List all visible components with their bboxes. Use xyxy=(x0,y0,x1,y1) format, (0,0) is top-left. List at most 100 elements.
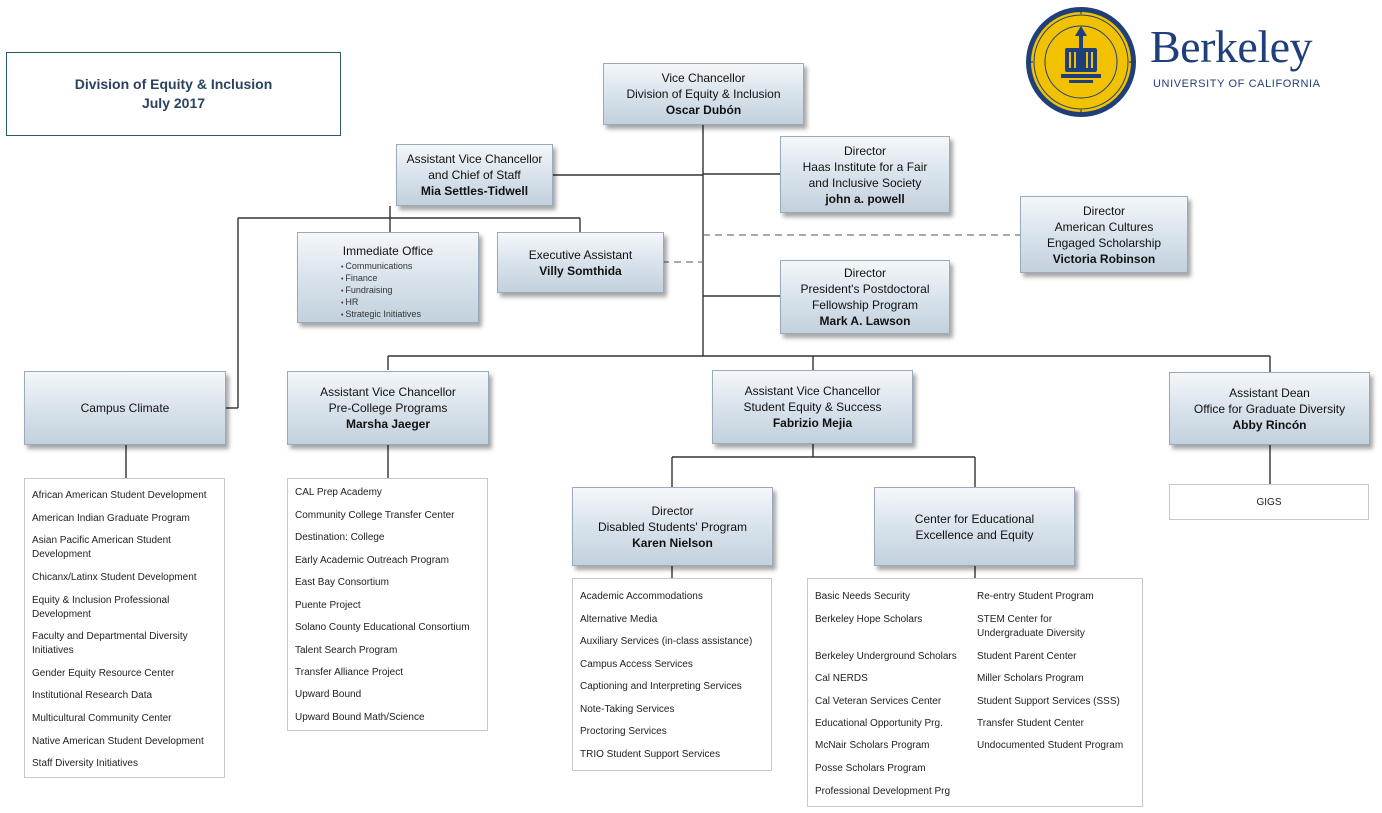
list-item: GIGS xyxy=(1256,497,1282,508)
grad-name: Abby Rincón xyxy=(1232,417,1307,432)
list-item: American Indian Graduate Program xyxy=(32,513,190,524)
title-line-2: July 2017 xyxy=(141,95,206,111)
graduate-diversity-box: Assistant Dean Office for Graduate Diver… xyxy=(1169,372,1370,445)
immediate-office-item: HR xyxy=(341,297,421,309)
immediate-office-list: Communications Finance Fundraising HR St… xyxy=(341,261,421,321)
vc-title: Vice Chancellor xyxy=(661,71,746,85)
list-item: Institutional Research Data xyxy=(32,690,153,701)
vc-division: Division of Equity & Inclusion xyxy=(626,87,781,101)
pre-college-list: CAL Prep Academy Community College Trans… xyxy=(287,478,488,731)
ppfp-title: Director xyxy=(843,266,886,280)
exec-name: Villy Somthida xyxy=(539,263,622,278)
immediate-office-item: Communications xyxy=(341,261,421,273)
list-item: Berkeley Underground Scholars xyxy=(815,651,957,662)
precollege-name: Marsha Jaeger xyxy=(345,417,431,431)
ppfp-name: Mark A. Lawson xyxy=(819,314,911,328)
haas-line3: and Inclusive Society xyxy=(808,175,922,190)
list-item: Student Parent Center xyxy=(977,651,1077,662)
ppfp-line3: Fellowship Program xyxy=(811,298,919,312)
exec-title: Executive Assistant xyxy=(528,247,633,262)
list-item: Note-Taking Services xyxy=(580,704,675,715)
list-item: Captioning and Interpreting Services xyxy=(580,681,742,692)
amc-name: Victoria Robinson xyxy=(1052,251,1156,266)
precollege-title: Assistant Vice Chancellor xyxy=(320,385,456,399)
list-item: Upward Bound Math/Science xyxy=(295,712,425,723)
list-item: Basic Needs Security xyxy=(815,591,911,602)
list-item: Miller Scholars Program xyxy=(977,673,1084,684)
list-item: Solano County Educational Consortium xyxy=(295,622,470,633)
list-item: Equity & Inclusion Professional xyxy=(32,595,170,606)
avc-staff-title: Assistant Vice Chancellor xyxy=(406,152,543,166)
list-item: TRIO Student Support Services xyxy=(580,749,721,760)
list-item: Berkeley Hope Scholars xyxy=(815,614,923,625)
chart-title: Division of Equity & Inclusion July 2017 xyxy=(6,52,341,136)
list-item: Development xyxy=(32,549,91,560)
list-item: Talent Search Program xyxy=(295,645,398,656)
student-equity-success-box: Assistant Vice Chancellor Student Equity… xyxy=(712,370,913,444)
amc-title: Director xyxy=(1082,203,1125,218)
campus-climate-box: Campus Climate xyxy=(24,371,226,445)
dsp-line2: Disabled Students' Program xyxy=(597,519,748,534)
list-item: Native American Student Development xyxy=(32,736,204,747)
list-item: Upward Bound xyxy=(295,689,362,700)
immediate-office-item: Fundraising xyxy=(341,285,421,297)
ceee-box: Center for Educational Excellence and Eq… xyxy=(874,487,1075,566)
list-item: Multicultural Community Center xyxy=(32,713,172,724)
list-item: McNair Scholars Program xyxy=(815,740,930,751)
ppfp-line2: President's Postdoctoral xyxy=(800,282,930,296)
avc-staff-name: Mia Settles-Tidwell xyxy=(420,184,529,198)
list-item: Transfer Student Center xyxy=(977,718,1084,729)
graduate-diversity-list: GIGS xyxy=(1169,484,1369,520)
immediate-office-item: Finance xyxy=(341,273,421,285)
list-item: Professional Development Prg xyxy=(815,786,951,797)
list-item: Campus Access Services xyxy=(580,659,693,670)
immediate-office-title: Immediate Office xyxy=(342,244,434,258)
amc-line2: American Cultures xyxy=(1054,219,1154,234)
list-item: STEM Center for xyxy=(977,614,1053,625)
list-item: Proctoring Services xyxy=(580,726,667,737)
haas-institute-box: Director Haas Institute for a Fair and I… xyxy=(780,136,950,213)
list-item: Cal NERDS xyxy=(815,673,868,684)
disabled-students-program-box: Director Disabled Students' Program Kare… xyxy=(572,487,773,566)
list-item: Undergraduate Diversity xyxy=(977,628,1085,639)
list-item: Puente Project xyxy=(295,600,361,611)
list-item: East Bay Consortium xyxy=(295,577,389,588)
list-item: Educational Opportunity Prg. xyxy=(815,718,943,729)
dsp-list: Academic Accommodations Alternative Medi… xyxy=(572,578,772,771)
list-item: Asian Pacific American Student xyxy=(32,535,171,546)
ses-title: Assistant Vice Chancellor xyxy=(744,384,881,398)
list-item: Development xyxy=(32,609,91,620)
title-line-1: Division of Equity & Inclusion xyxy=(74,76,273,92)
list-item: Faculty and Departmental Diversity xyxy=(32,631,188,642)
list-item: Community College Transfer Center xyxy=(295,510,455,521)
list-item: Destination: College xyxy=(295,532,385,543)
pre-college-box: Assistant Vice Chancellor Pre-College Pr… xyxy=(287,371,489,445)
dsp-title: Director xyxy=(651,503,694,518)
grad-title: Assistant Dean xyxy=(1229,385,1310,400)
campus-climate-title: Campus Climate xyxy=(80,401,170,415)
list-item: Chicanx/Latinx Student Development xyxy=(32,572,197,583)
list-item: Staff Diversity Initiatives xyxy=(32,758,138,769)
list-item: African American Student Development xyxy=(32,490,207,501)
list-item: Alternative Media xyxy=(580,614,658,625)
avc-staff-role: and Chief of Staff xyxy=(428,168,521,182)
american-cultures-box: Director American Cultures Engaged Schol… xyxy=(1020,196,1188,273)
brand-wordmark: Berkeley xyxy=(1150,21,1313,72)
executive-assistant-box: Executive Assistant Villy Somthida xyxy=(497,232,664,293)
dsp-name: Karen Nielson xyxy=(632,535,713,550)
list-item: CAL Prep Academy xyxy=(295,487,382,498)
vc-name: Oscar Dubón xyxy=(665,103,742,117)
ses-line2: Student Equity & Success xyxy=(743,400,882,414)
uc-seal-icon xyxy=(1026,7,1136,117)
list-item: Early Academic Outreach Program xyxy=(295,555,449,566)
ceee-line2: Excellence and Equity xyxy=(915,527,1034,542)
brand-subtitle: UNIVERSITY OF CALIFORNIA xyxy=(1153,78,1321,90)
grad-line2: Office for Graduate Diversity xyxy=(1193,401,1346,416)
amc-line3: Engaged Scholarship xyxy=(1046,235,1162,250)
list-item: Posse Scholars Program xyxy=(815,763,926,774)
avc-chief-of-staff-box: Assistant Vice Chancellor and Chief of S… xyxy=(396,144,553,206)
list-item: Transfer Alliance Project xyxy=(295,667,404,678)
ceee-line1: Center for Educational xyxy=(914,511,1035,526)
ses-name: Fabrizio Mejia xyxy=(772,416,853,430)
